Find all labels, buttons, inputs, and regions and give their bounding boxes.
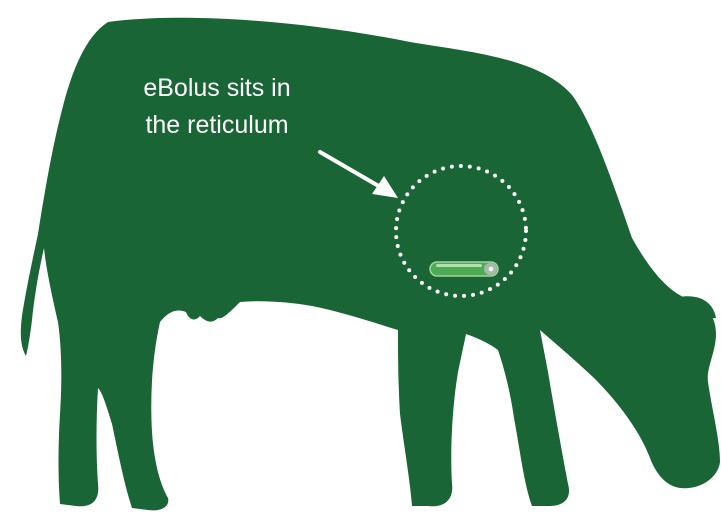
- callout-label: eBolus sits in the reticulum: [112, 70, 322, 144]
- callout-line-2: the reticulum: [112, 107, 322, 144]
- callout-line-1: eBolus sits in: [112, 70, 322, 107]
- bolus-capsule: [430, 262, 498, 276]
